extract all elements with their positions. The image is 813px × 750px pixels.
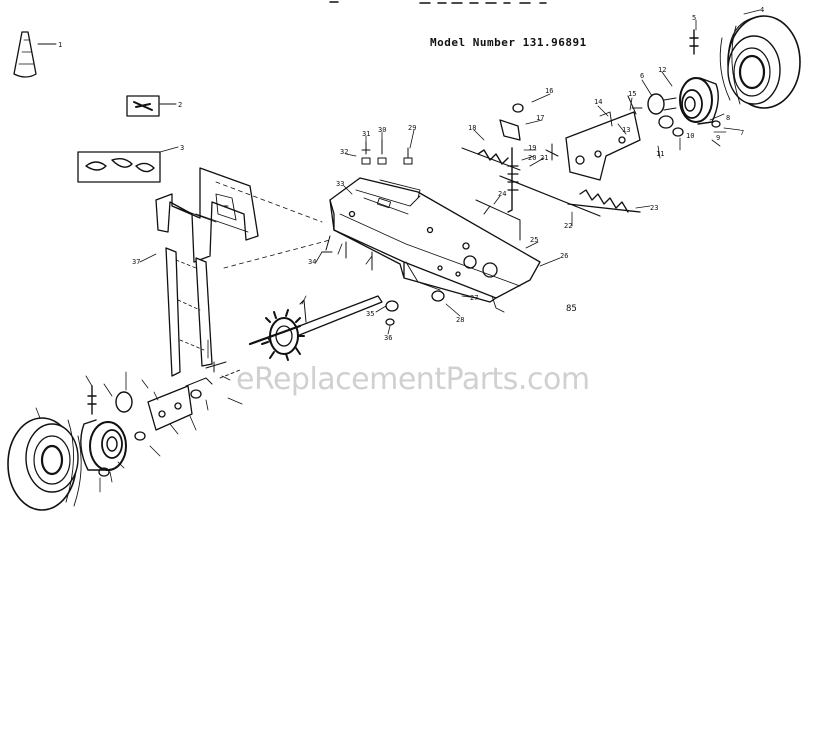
callout: 21 [540,154,548,162]
watermark-text: eReplacementParts.com [236,362,590,397]
cone-part [13,31,57,78]
callout: 29 [408,124,416,132]
callout: 7 [740,129,744,137]
callout: 12 [658,66,666,74]
callout: 4 [760,6,764,14]
callout: 36 [384,334,392,342]
callout: 17 [536,114,544,122]
callout: 20 [528,154,536,162]
callout: 28 [456,316,464,324]
callout: 8 [726,114,730,122]
callout: 37 [132,258,140,266]
callout: 18 [468,124,476,132]
callout: 23 [650,204,658,212]
callout: 5 [692,14,696,22]
callout: 11 [656,150,664,158]
callout: 27 [470,294,478,302]
callout: 6 [640,72,644,80]
callout: 25 [530,236,538,244]
right-wheel-assembly [647,15,801,137]
callout: 34 [308,258,316,266]
callout: 35 [366,310,374,318]
callout: 31 [362,130,370,138]
callout-labels: 1 2 3 4 5 6 7 8 9 10 11 12 13 14 15 16 1… [58,6,764,342]
callout: 14 [594,98,602,106]
callout: 26 [560,252,568,260]
leader-lines [35,9,761,493]
chassis-frame [321,139,541,326]
callout: 3 [180,144,184,152]
callout: 13 [622,126,630,134]
callout: 10 [686,132,694,140]
callout: 1 [58,41,62,49]
frame-bracket [155,167,331,377]
callout: 19 [528,144,536,152]
rear-axle-assembly [248,295,383,361]
pin-box-part [126,95,177,117]
model-number-label: Model Number 131.96891 [430,36,587,49]
callout: 30 [378,126,386,134]
callout: 33 [336,180,344,188]
callout: 9 [716,134,720,142]
callout: 15 [628,90,636,98]
clip-box-part [77,146,179,183]
top-heading-fragment [329,1,547,4]
callout: 22 [564,222,572,230]
callout: 32 [340,148,348,156]
callout: 24 [498,190,506,198]
spring-linkage [461,95,643,241]
left-wheel-assembly [7,361,241,511]
callout: 2 [178,101,182,109]
diagram-code: 85 [566,304,577,314]
callout: 16 [545,87,553,95]
